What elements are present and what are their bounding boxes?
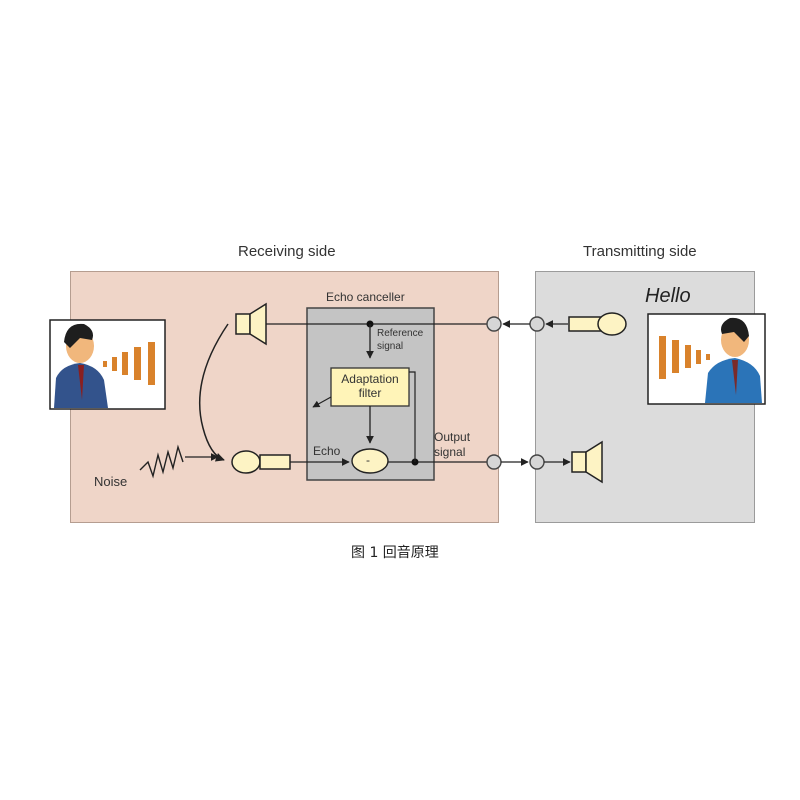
receiving-side-title: Receiving side [238,243,336,260]
reference-signal-label-1: Reference [377,328,424,339]
adaptation-filter-box [330,367,410,407]
noise-zigzag-icon [139,444,184,479]
echo-canceller-label: Echo canceller [326,290,405,304]
reference-signal-label-2: signal [377,341,404,352]
right-sound-waves [659,336,710,379]
adaptation-filter-label-2: filter [358,386,382,400]
receiving-microphone-icon [231,450,291,474]
output-signal-label-1: Output [434,430,471,444]
adaptation-filter-label-1: Adaptation [341,372,399,386]
right-person-image [647,313,766,405]
receiving-speaker-icon [235,302,267,346]
transmitting-microphone-icon [568,312,627,336]
transmitting-speaker-icon [571,440,603,484]
left-sound-waves [103,342,155,385]
subtract-symbol: - [366,453,370,467]
transmitting-side-title: Transmitting side [583,243,697,260]
figure-caption: 图 1 回音原理 [351,545,439,561]
hello-label: Hello [645,285,691,307]
echo-label: Echo [313,444,341,458]
output-signal-label-2: signal [434,445,466,459]
subtract-node [351,448,389,474]
connector-nodes [486,316,545,470]
acoustic-echo-path [198,323,229,462]
noise-label: Noise [94,474,128,489]
left-person-image [49,319,166,410]
